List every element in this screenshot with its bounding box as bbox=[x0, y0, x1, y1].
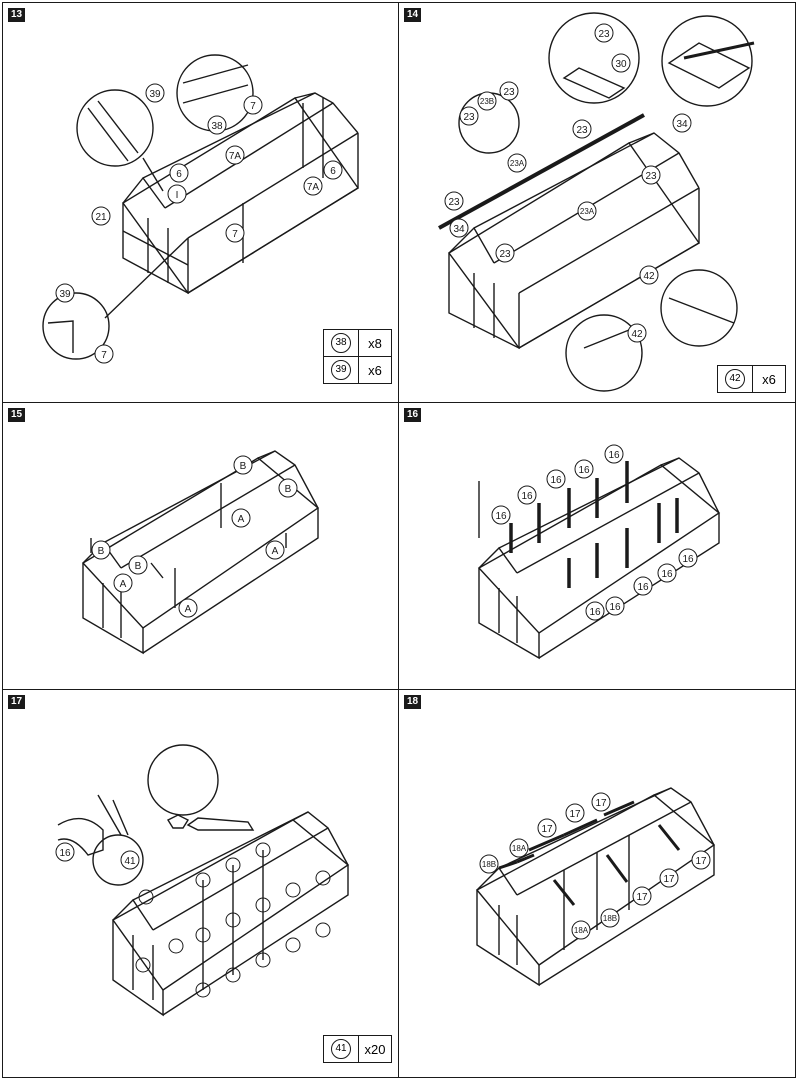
label: 23 bbox=[645, 171, 657, 182]
label: 6 bbox=[176, 169, 182, 180]
label: 18B bbox=[603, 914, 617, 923]
part-count: x8 bbox=[358, 329, 392, 357]
step-17-panel: 17 bbox=[2, 689, 399, 1078]
label: B bbox=[240, 461, 247, 472]
part-count: x6 bbox=[358, 356, 392, 384]
label: A bbox=[120, 579, 127, 590]
part-number: 39 bbox=[331, 360, 351, 380]
step-number: 16 bbox=[404, 408, 422, 422]
label: B bbox=[98, 546, 105, 557]
step-13-illustration: 39 38 7 7A 6 6 7A 21 I 7 39 7 bbox=[42, 54, 359, 364]
label: 41 bbox=[124, 856, 136, 867]
label: 16 bbox=[59, 848, 71, 859]
label: 23 bbox=[448, 197, 460, 208]
step-number: 14 bbox=[404, 8, 422, 22]
label: 16 bbox=[637, 582, 649, 593]
part-count: x20 bbox=[358, 1035, 392, 1063]
label: A bbox=[238, 514, 245, 525]
label: 16 bbox=[550, 475, 562, 486]
label: 34 bbox=[453, 224, 465, 235]
part-number: 42 bbox=[725, 369, 745, 389]
quantity-table: 38 x8 39 x6 bbox=[323, 329, 392, 384]
step-15-panel: 15 bbox=[2, 402, 399, 690]
label: A bbox=[185, 604, 192, 615]
label: 16 bbox=[608, 450, 620, 461]
label: 39 bbox=[59, 289, 71, 300]
label: 16 bbox=[661, 569, 673, 580]
step-14-illustration: 23 30 23B 23 23 23 34 23A 23 23A 23 34 2… bbox=[438, 12, 755, 392]
label: 23 bbox=[598, 29, 610, 40]
label: 17 bbox=[595, 798, 607, 809]
label: 23 bbox=[463, 112, 475, 123]
step-number: 17 bbox=[8, 695, 26, 709]
label: 7 bbox=[250, 101, 256, 112]
step-number: 18 bbox=[404, 695, 422, 709]
label: 17 bbox=[695, 856, 707, 867]
label: 17 bbox=[569, 809, 581, 820]
quantity-table: 41 x20 bbox=[323, 1035, 392, 1063]
label: 23A bbox=[510, 159, 525, 168]
part-count: x6 bbox=[752, 365, 786, 393]
label: 16 bbox=[521, 491, 533, 502]
label: 42 bbox=[643, 271, 655, 282]
label: 30 bbox=[615, 59, 627, 70]
label: 23A bbox=[580, 207, 595, 216]
part-number: 38 bbox=[331, 333, 351, 353]
label: I bbox=[176, 190, 179, 201]
label: 7 bbox=[101, 350, 107, 361]
label: 16 bbox=[609, 602, 621, 613]
step-16-illustration: 16 16 16 16 16 16 16 16 16 16 16 bbox=[477, 444, 721, 660]
label: 16 bbox=[495, 511, 507, 522]
step-number: 15 bbox=[8, 408, 26, 422]
label: 23 bbox=[576, 125, 588, 136]
step-14-panel: 14 bbox=[398, 2, 796, 403]
step-18-illustration: 17 17 17 18A 18B 17 17 17 18B 18A bbox=[475, 787, 716, 987]
label: 16 bbox=[589, 607, 601, 618]
label: 16 bbox=[578, 465, 590, 476]
label: B bbox=[135, 561, 142, 572]
label: 42 bbox=[631, 329, 643, 340]
label: 23 bbox=[499, 249, 511, 260]
label: 7 bbox=[232, 229, 238, 240]
step-17-illustration: 16 41 bbox=[55, 744, 350, 1017]
label: 7A bbox=[307, 182, 320, 193]
step-number: 13 bbox=[8, 8, 26, 22]
step-15-illustration: B B A B A B A A bbox=[81, 450, 320, 655]
label: 17 bbox=[541, 824, 553, 835]
part-number: 41 bbox=[331, 1039, 351, 1059]
label: 23 bbox=[503, 87, 515, 98]
step-16-panel: 16 bbox=[398, 402, 796, 690]
label: 34 bbox=[676, 119, 688, 130]
label: 17 bbox=[663, 874, 675, 885]
label: 6 bbox=[330, 166, 336, 177]
label: 38 bbox=[211, 121, 223, 132]
quantity-table: 42 x6 bbox=[717, 365, 786, 393]
label: 17 bbox=[636, 892, 648, 903]
label: 21 bbox=[95, 212, 107, 223]
label: 16 bbox=[682, 554, 694, 565]
label: 18A bbox=[574, 926, 589, 935]
label: 23B bbox=[480, 97, 494, 106]
label: 7A bbox=[229, 151, 242, 162]
label: 39 bbox=[149, 89, 161, 100]
label: B bbox=[285, 484, 292, 495]
label: 18A bbox=[512, 844, 527, 853]
label: A bbox=[272, 546, 279, 557]
step-13-panel: 13 bbox=[2, 2, 399, 403]
label: 18B bbox=[482, 860, 496, 869]
step-18-panel: 18 bbox=[398, 689, 796, 1078]
